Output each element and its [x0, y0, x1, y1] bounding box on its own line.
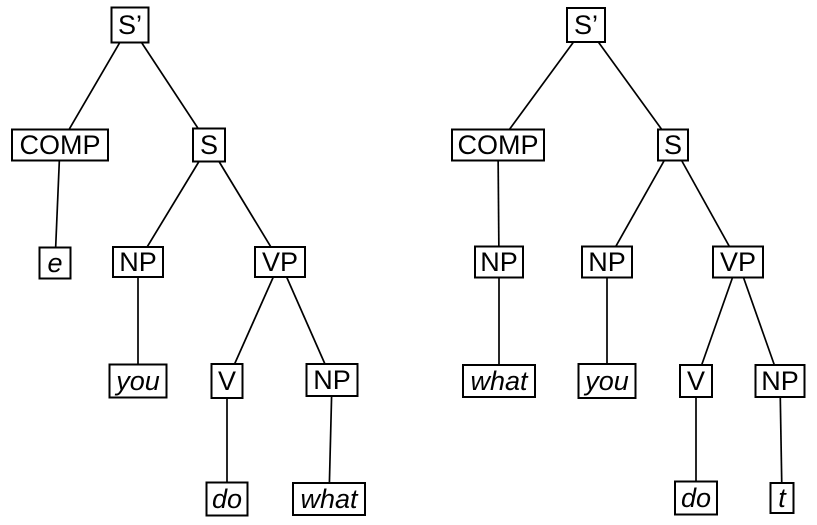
tree-node-label-np-obj: NP [761, 366, 799, 396]
tree-node-label-you: you [114, 366, 160, 396]
tree-node-label-you: you [583, 366, 629, 396]
tree-node-box-np-obj [305, 363, 359, 397]
tree-node-label-s-bar: S’ [118, 10, 142, 40]
tree-node-label-do: do [681, 483, 711, 513]
tree-node-label-s: S [200, 130, 218, 160]
tree-edge-s-bar-s [129, 24, 210, 146]
tree-node-box-do [674, 480, 718, 516]
tree-edge-s-bar-s [585, 24, 674, 146]
tree-node-label-v: V [218, 366, 236, 396]
tree-edge-np-obj-t [779, 380, 783, 499]
tree-node-box-np-obj [754, 364, 806, 398]
tree-edge-vp-v [226, 261, 281, 382]
tree-node-box-t [769, 482, 795, 514]
tree-node-label-np-comp: NP [480, 247, 518, 277]
tree-edge-s-np-subj [137, 144, 210, 263]
tree-node-label-vp: VP [262, 247, 298, 277]
tree-edge-s-vp [672, 144, 739, 263]
tree-node-box-you [577, 363, 637, 399]
tree-node-label-s: S [664, 130, 682, 160]
tree-node-label-s-bar: S’ [574, 10, 598, 40]
tree-node-box-s-bar [110, 6, 150, 44]
tree-node-label-comp: COMP [20, 130, 101, 160]
tree-edge-vp-np-obj [737, 261, 781, 382]
tree-edge-s-np-subj [606, 144, 674, 263]
tree-node-label-np-subj: NP [119, 247, 157, 277]
tree-node-label-e: e [47, 248, 62, 278]
tree-node-label-what: what [470, 366, 529, 396]
tree-node-box-comp [11, 128, 109, 162]
tree-node-box-you [108, 363, 168, 399]
tree-node-box-what [292, 482, 366, 516]
tree-node-box-vp [254, 246, 306, 278]
tree-node-label-v: V [687, 366, 705, 396]
tree-node-box-v [210, 363, 244, 399]
tree-node-label-comp: COMP [458, 130, 539, 160]
tree-node-box-s [657, 128, 689, 162]
tree-node-box-do [205, 481, 249, 517]
tree-edge-np-obj-what [328, 379, 333, 500]
tree-node-label-vp: VP [720, 247, 756, 277]
tree-edge-vp-np-obj [279, 261, 333, 381]
tree-edge-s-bar-comp [59, 24, 131, 146]
tree-node-label-np-subj: NP [588, 247, 626, 277]
tree-node-box-comp [451, 128, 545, 162]
tree-node-box-v [679, 364, 713, 398]
tree-node-box-s-bar [566, 7, 606, 43]
tree-edge-s-vp [208, 144, 281, 263]
tree-edge-s-bar-comp [497, 24, 587, 146]
tree-edge-vp-v [695, 261, 739, 382]
tree-node-box-np-comp [474, 245, 524, 279]
tree-edge-comp-np-comp [497, 144, 500, 263]
syntax-tree-right: S’ COMP S NP NP VP what you V NP do t [451, 7, 806, 516]
tree-node-label-np-obj: NP [313, 365, 351, 395]
tree-edge-comp-e [54, 144, 61, 264]
tree-node-box-np-subj [112, 246, 164, 278]
tree-node-box-s [192, 127, 226, 163]
tree-node-label-t: t [778, 483, 787, 513]
tree-node-box-vp [712, 245, 764, 279]
tree-node-box-np-subj [581, 245, 633, 279]
tree-node-label-do: do [212, 484, 242, 514]
tree-node-label-what: what [300, 484, 359, 514]
tree-node-box-e [38, 246, 72, 280]
tree-node-box-what [462, 364, 536, 398]
